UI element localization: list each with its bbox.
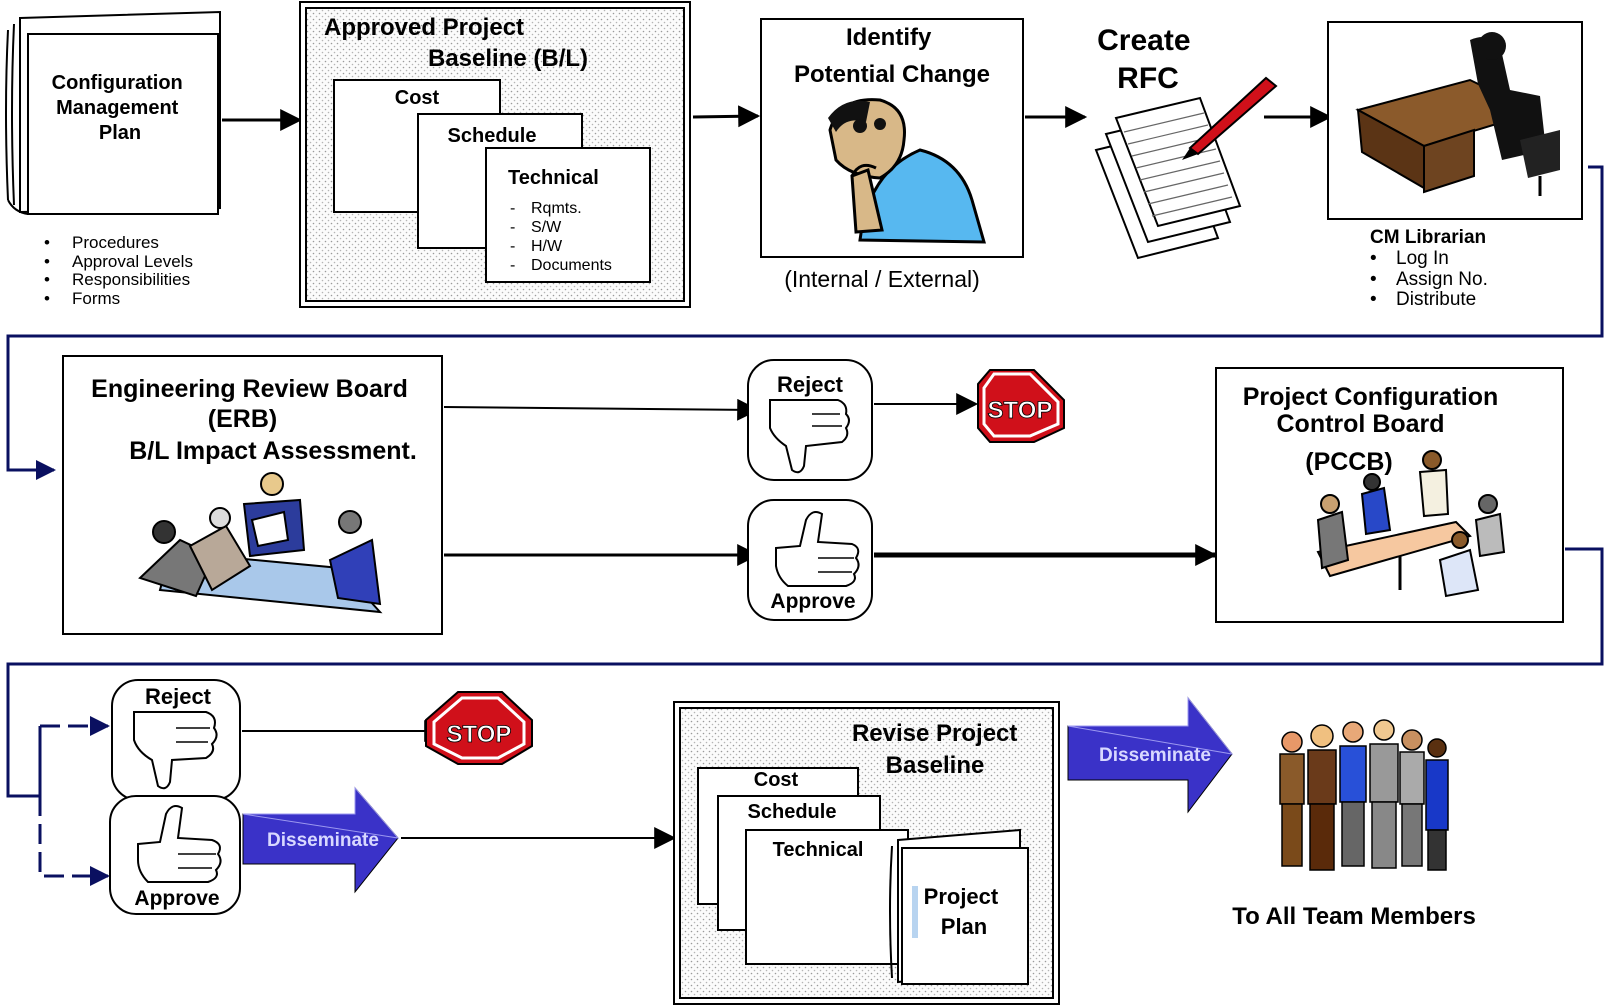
- baseline-cost-label: Cost: [395, 87, 440, 109]
- erb-panel: Engineering Review Board (ERB) B/L Impac…: [62, 355, 443, 635]
- disseminate-arrow-1: Disseminate: [242, 786, 400, 894]
- baseline-technical-items: -Rqmts. -S/W -H/W -Documents: [510, 200, 612, 274]
- bullet-forms: Forms: [72, 289, 120, 308]
- baseline-technical-sheet: [485, 147, 651, 283]
- cm-plan-title: Configuration Management Plan: [52, 72, 189, 144]
- thumbs-down-icon: [769, 399, 850, 474]
- svg-text:•: •: [1370, 248, 1377, 269]
- project-plan-label: Project Plan: [924, 884, 1005, 939]
- revise-technical-label: Technical: [773, 839, 864, 861]
- svg-text:H/W: H/W: [531, 238, 563, 255]
- pccb-reject-label: Reject: [145, 684, 212, 709]
- pccb-meeting-icon: [1316, 450, 1506, 598]
- pccb-panel: Project Configuration Control Board (PCC…: [1215, 367, 1564, 623]
- connector-to-pccb-approve: [38, 796, 110, 886]
- erb-reject-node: Reject: [747, 359, 873, 481]
- identify-title: Identify Potential Change: [794, 24, 990, 88]
- svg-text:Distribute: Distribute: [1396, 289, 1476, 310]
- revise-technical-sheet: [745, 829, 909, 965]
- baseline-schedule-label: Schedule: [448, 125, 537, 147]
- svg-text:-: -: [510, 200, 515, 217]
- identify-change-panel: Identify Potential Change (Internal / Ex…: [760, 18, 1024, 292]
- cm-plan-bullets: • Procedures • Approval Levels • Responsibi…: [44, 233, 193, 308]
- svg-text:STOP: STOP: [988, 397, 1053, 424]
- revise-baseline-panel: Revise Project Baseline Cost Schedule Te…: [673, 701, 1060, 1005]
- thumbs-up-icon: [775, 511, 860, 587]
- svg-text:•: •: [1370, 269, 1377, 290]
- svg-text:•: •: [44, 252, 50, 271]
- erb-meeting-icon: [138, 472, 383, 614]
- disseminate-1-label: Disseminate: [267, 830, 379, 851]
- erb-approve-node: Approve: [747, 499, 873, 621]
- svg-text:•: •: [1370, 289, 1377, 310]
- stop-sign-icon: STOP: [977, 369, 1065, 443]
- baseline-technical-label: Technical: [508, 167, 599, 189]
- svg-text:-: -: [510, 257, 515, 274]
- pccb-approve-node: Approve: [109, 795, 241, 915]
- svg-text:•: •: [44, 233, 50, 252]
- bullet-procedures: Procedures: [72, 233, 159, 252]
- baseline-title: Approved Project Baseline (B/L): [324, 14, 588, 72]
- connector-librarian-to-erb: [6, 165, 1604, 480]
- svg-text:•: •: [44, 289, 50, 308]
- pccb-title: Project Configuration Control Board (PCC…: [1243, 383, 1506, 476]
- erb-reject-label: Reject: [777, 372, 844, 397]
- arrow-erb-to-reject: [443, 398, 760, 421]
- create-rfc: Create RFC: [1094, 24, 1278, 260]
- svg-text:-: -: [510, 219, 515, 236]
- svg-text:Assign No.: Assign No.: [1396, 269, 1488, 290]
- thinking-man-icon: [828, 98, 986, 244]
- project-plan-book-icon: Project Plan: [889, 828, 1029, 985]
- svg-text:Documents: Documents: [531, 257, 612, 274]
- disseminate-arrow-2: Disseminate: [1067, 696, 1234, 814]
- rfc-title: Create RFC: [1097, 24, 1199, 95]
- revise-title: Revise Project Baseline: [852, 720, 1024, 779]
- red-pen-icon: [1182, 76, 1278, 160]
- revise-schedule-label: Schedule: [748, 801, 837, 823]
- approved-baseline-panel: Approved Project Baseline (B/L) Cost Sch…: [299, 1, 691, 308]
- thumbs-down-icon-2: [133, 711, 218, 790]
- svg-text:-: -: [510, 238, 515, 255]
- svg-text:•: •: [44, 270, 50, 289]
- svg-text:Rqmts.: Rqmts.: [531, 200, 582, 217]
- cm-librarian-panel: CM Librarian • Log In • Assign No. • Distri…: [1327, 21, 1583, 310]
- pccb-reject-node: Reject: [111, 679, 241, 801]
- bullet-responsibilities: Responsibilities: [72, 270, 190, 289]
- erb-approve-label: Approve: [770, 590, 855, 613]
- team-members-icon: To All Team Members: [1232, 719, 1476, 930]
- librarian-desk-icon: [1355, 32, 1560, 196]
- bullet-approval-levels: Approval Levels: [72, 252, 193, 271]
- erb-title: Engineering Review Board (ERB) B/L Impac…: [91, 375, 417, 465]
- revise-cost-label: Cost: [754, 769, 799, 791]
- librarian-title: CM Librarian: [1370, 227, 1486, 248]
- svg-text:Log In: Log In: [1396, 248, 1449, 269]
- svg-text:STOP: STOP: [447, 721, 512, 748]
- disseminate-2-label: Disseminate: [1099, 745, 1211, 766]
- arrow-baseline-to-identify: [692, 105, 761, 128]
- pccb-approve-label: Approve: [134, 887, 219, 910]
- team-members-label: To All Team Members: [1232, 903, 1476, 930]
- identify-caption: (Internal / External): [784, 266, 980, 292]
- librarian-bullets: • Log In • Assign No. • Distribute: [1370, 248, 1488, 310]
- thumbs-up-icon-2: [137, 805, 222, 883]
- svg-text:S/W: S/W: [531, 219, 562, 236]
- stop-sign-icon-2: STOP: [425, 691, 533, 765]
- cm-plan-book: Configuration Management Plan: [5, 10, 221, 215]
